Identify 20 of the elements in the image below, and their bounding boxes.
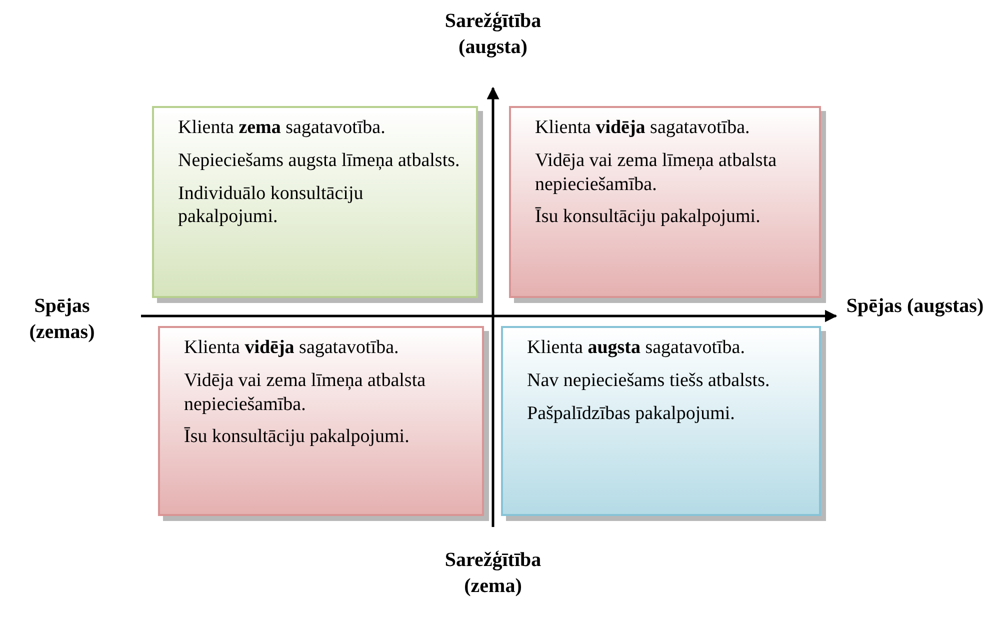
quadrant-text: Vidēja vai zema līmeņa atbalsta nepieciešamība. [184, 368, 427, 416]
quadrant-text: Klienta augsta sagatavotība. [527, 336, 746, 360]
axis-label: Sarežģītība (augsta) [444, 9, 542, 60]
quadrant-box [158, 326, 484, 516]
quadrant-box [152, 106, 478, 298]
quadrant-text: Klienta zema sagatavotība. [178, 116, 386, 140]
quadrant-box [501, 326, 821, 516]
axis-label: Spējas (zemas) [28, 294, 96, 345]
quadrant-text: Īsu konsultāciju pakalpojumi. [535, 205, 762, 229]
quadrant-text: Klienta vidēja sagatavotība. [184, 336, 400, 360]
quadrant-text: Pašpalīdzības pakalpojumi. [527, 402, 736, 426]
quadrant-text: Klienta vidēja sagatavotība. [535, 116, 751, 140]
quadrant-text: Īsu konsultāciju pakalpojumi. [184, 425, 410, 449]
axis-label: Spējas (augstas) [846, 294, 984, 319]
axis-label: Sarežģītība (zema) [444, 548, 542, 599]
quadrant-text: Individuālo konsultāciju pakalpojumi. [178, 182, 364, 229]
quadrant-text: Vidēja vai zema līmeņa atbalsta nepieciešamība. [535, 148, 778, 196]
quadrant-text: Nav nepieciešams tiešs atbalsts. [527, 368, 771, 392]
quadrant-box [509, 106, 821, 298]
quadrant-text: Nepieciešams augsta līmeņa atbalsts. [178, 148, 460, 172]
